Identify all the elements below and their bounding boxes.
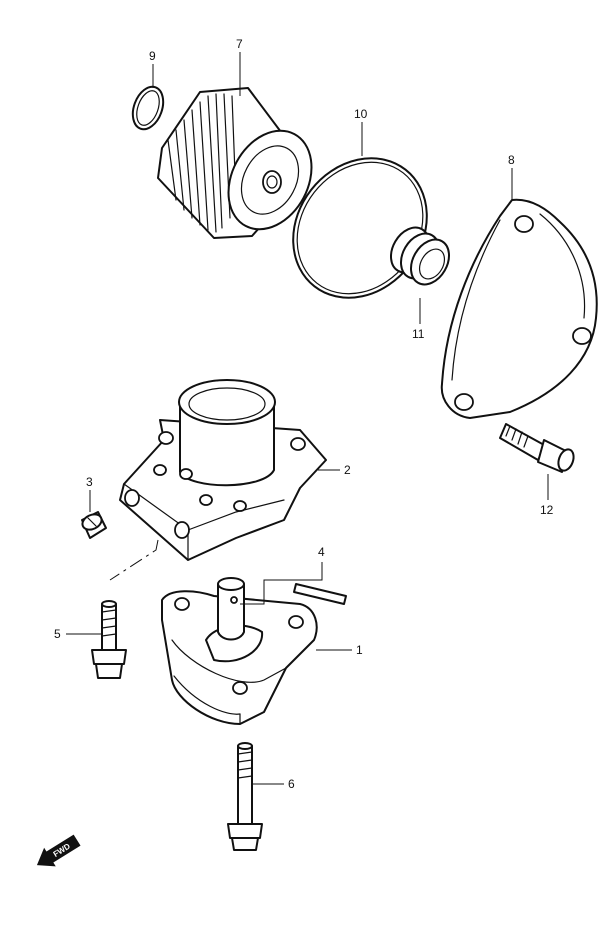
part-5-bolt: [91, 600, 127, 679]
callout-12: 12: [540, 503, 554, 517]
alignment-dash-line: [109, 539, 159, 581]
callout-2: 2: [344, 463, 351, 477]
leader-4: [240, 562, 323, 605]
part-2-pump-housing: [119, 379, 327, 561]
fwd-arrow-icon: FWD: [36, 834, 81, 867]
callout-7: 7: [236, 37, 243, 51]
callout-5: 5: [54, 627, 61, 641]
part-3-plug: [81, 511, 107, 539]
part-7-oil-filter: [157, 87, 313, 239]
callout-4: 4: [318, 545, 325, 559]
part-4-pin: [293, 583, 347, 605]
part-6-bolt: [227, 742, 263, 851]
callout-3: 3: [86, 475, 93, 489]
callout-11: 11: [412, 327, 425, 341]
part-11-spring: [390, 226, 450, 286]
callout-1: 1: [356, 643, 363, 657]
part-8-filter-cover: [440, 198, 598, 419]
callout-6: 6: [288, 777, 295, 791]
part-9-o-ring: [131, 85, 165, 131]
part-1-pump-body: [161, 577, 318, 725]
part-12-bolt: [499, 423, 575, 473]
callout-8: 8: [508, 153, 515, 167]
callout-9: 9: [149, 49, 156, 63]
callout-10: 10: [354, 107, 368, 121]
